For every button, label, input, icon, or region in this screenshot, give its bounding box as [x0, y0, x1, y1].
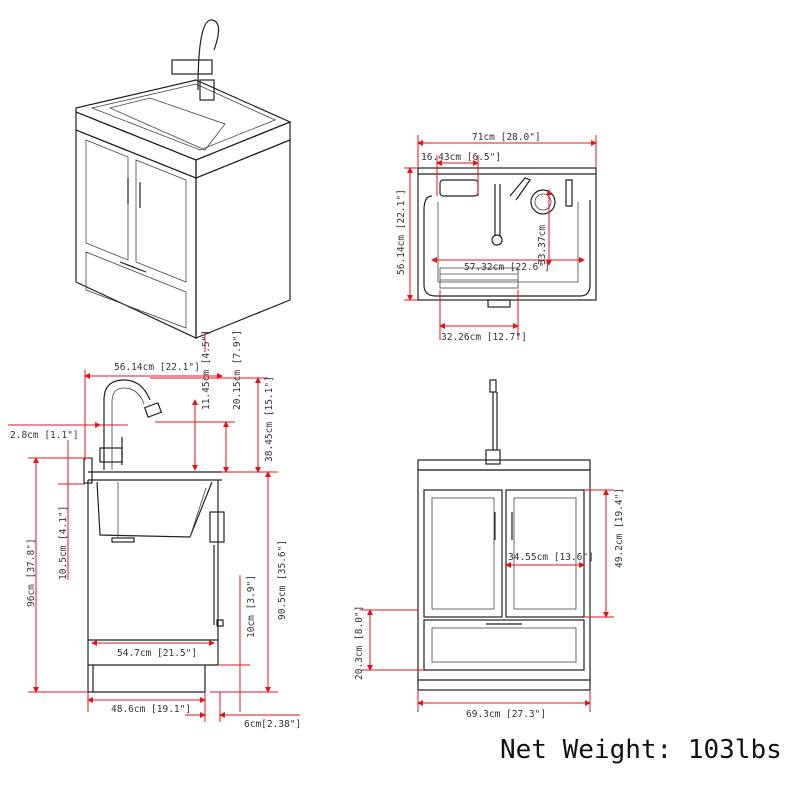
toe-kick-depth-label: 6cm[2.38"]	[244, 719, 301, 730]
front-width-label: 69.3cm [27.3"]	[466, 709, 546, 720]
faucet-spout-height-label: 20.15cm [7.9"]	[232, 330, 243, 410]
basket-width-label: 16.43cm [6.5"]	[421, 152, 501, 163]
toe-kick-height-label: 10cm [3.9"]	[246, 575, 257, 638]
door-width-label: 34.55cm [13.6"]	[508, 552, 594, 563]
faucet-reach-label: 11.45cm [4.5"]	[201, 330, 212, 410]
basin-width-label: 57.32cm [22.6"]	[464, 262, 550, 273]
net-weight-label: Net Weight: 103lbs	[500, 735, 782, 765]
counter-height-label: 90.5cm [35.6"]	[277, 540, 288, 620]
top-view: 71cm [28.0"] 16.43cm [6.5"] 56.14cm [22.…	[396, 132, 597, 343]
drain-offset-label: 33.37cm	[537, 225, 548, 265]
isometric-view	[75, 19, 292, 352]
base-depth-label: 48.6cm [19.1"]	[111, 704, 191, 715]
inner-depth-label: 54.7cm [21.5"]	[117, 648, 197, 659]
side-view: 56.14cm [22.1"] 11.45cm [4.5"] 20.15cm […	[8, 330, 301, 730]
front-view: 34.55cm [13.6"] 49.2cm [19.4"] 20.3cm [8…	[354, 379, 625, 720]
backsplash-label: 2.8cm [1.1"]	[10, 430, 79, 441]
door-height-label: 49.2cm [19.4"]	[614, 488, 625, 568]
top-thickness-label: 10.5cm [4.1"]	[58, 506, 69, 580]
washboard-width-label: 32.26cm [12.7"]	[441, 332, 527, 343]
side-depth-label: 56.14cm [22.1"]	[114, 362, 200, 373]
overall-height-label: 96cm [37.8"]	[26, 538, 37, 607]
top-depth-label: 56.14cm [22.1"]	[396, 189, 407, 275]
faucet-height-label: 38.45cm [15.1"]	[264, 376, 275, 462]
drawer-height-label: 20.3cm [8.0"]	[354, 606, 365, 680]
top-width-label: 71cm [28.0"]	[472, 132, 541, 143]
